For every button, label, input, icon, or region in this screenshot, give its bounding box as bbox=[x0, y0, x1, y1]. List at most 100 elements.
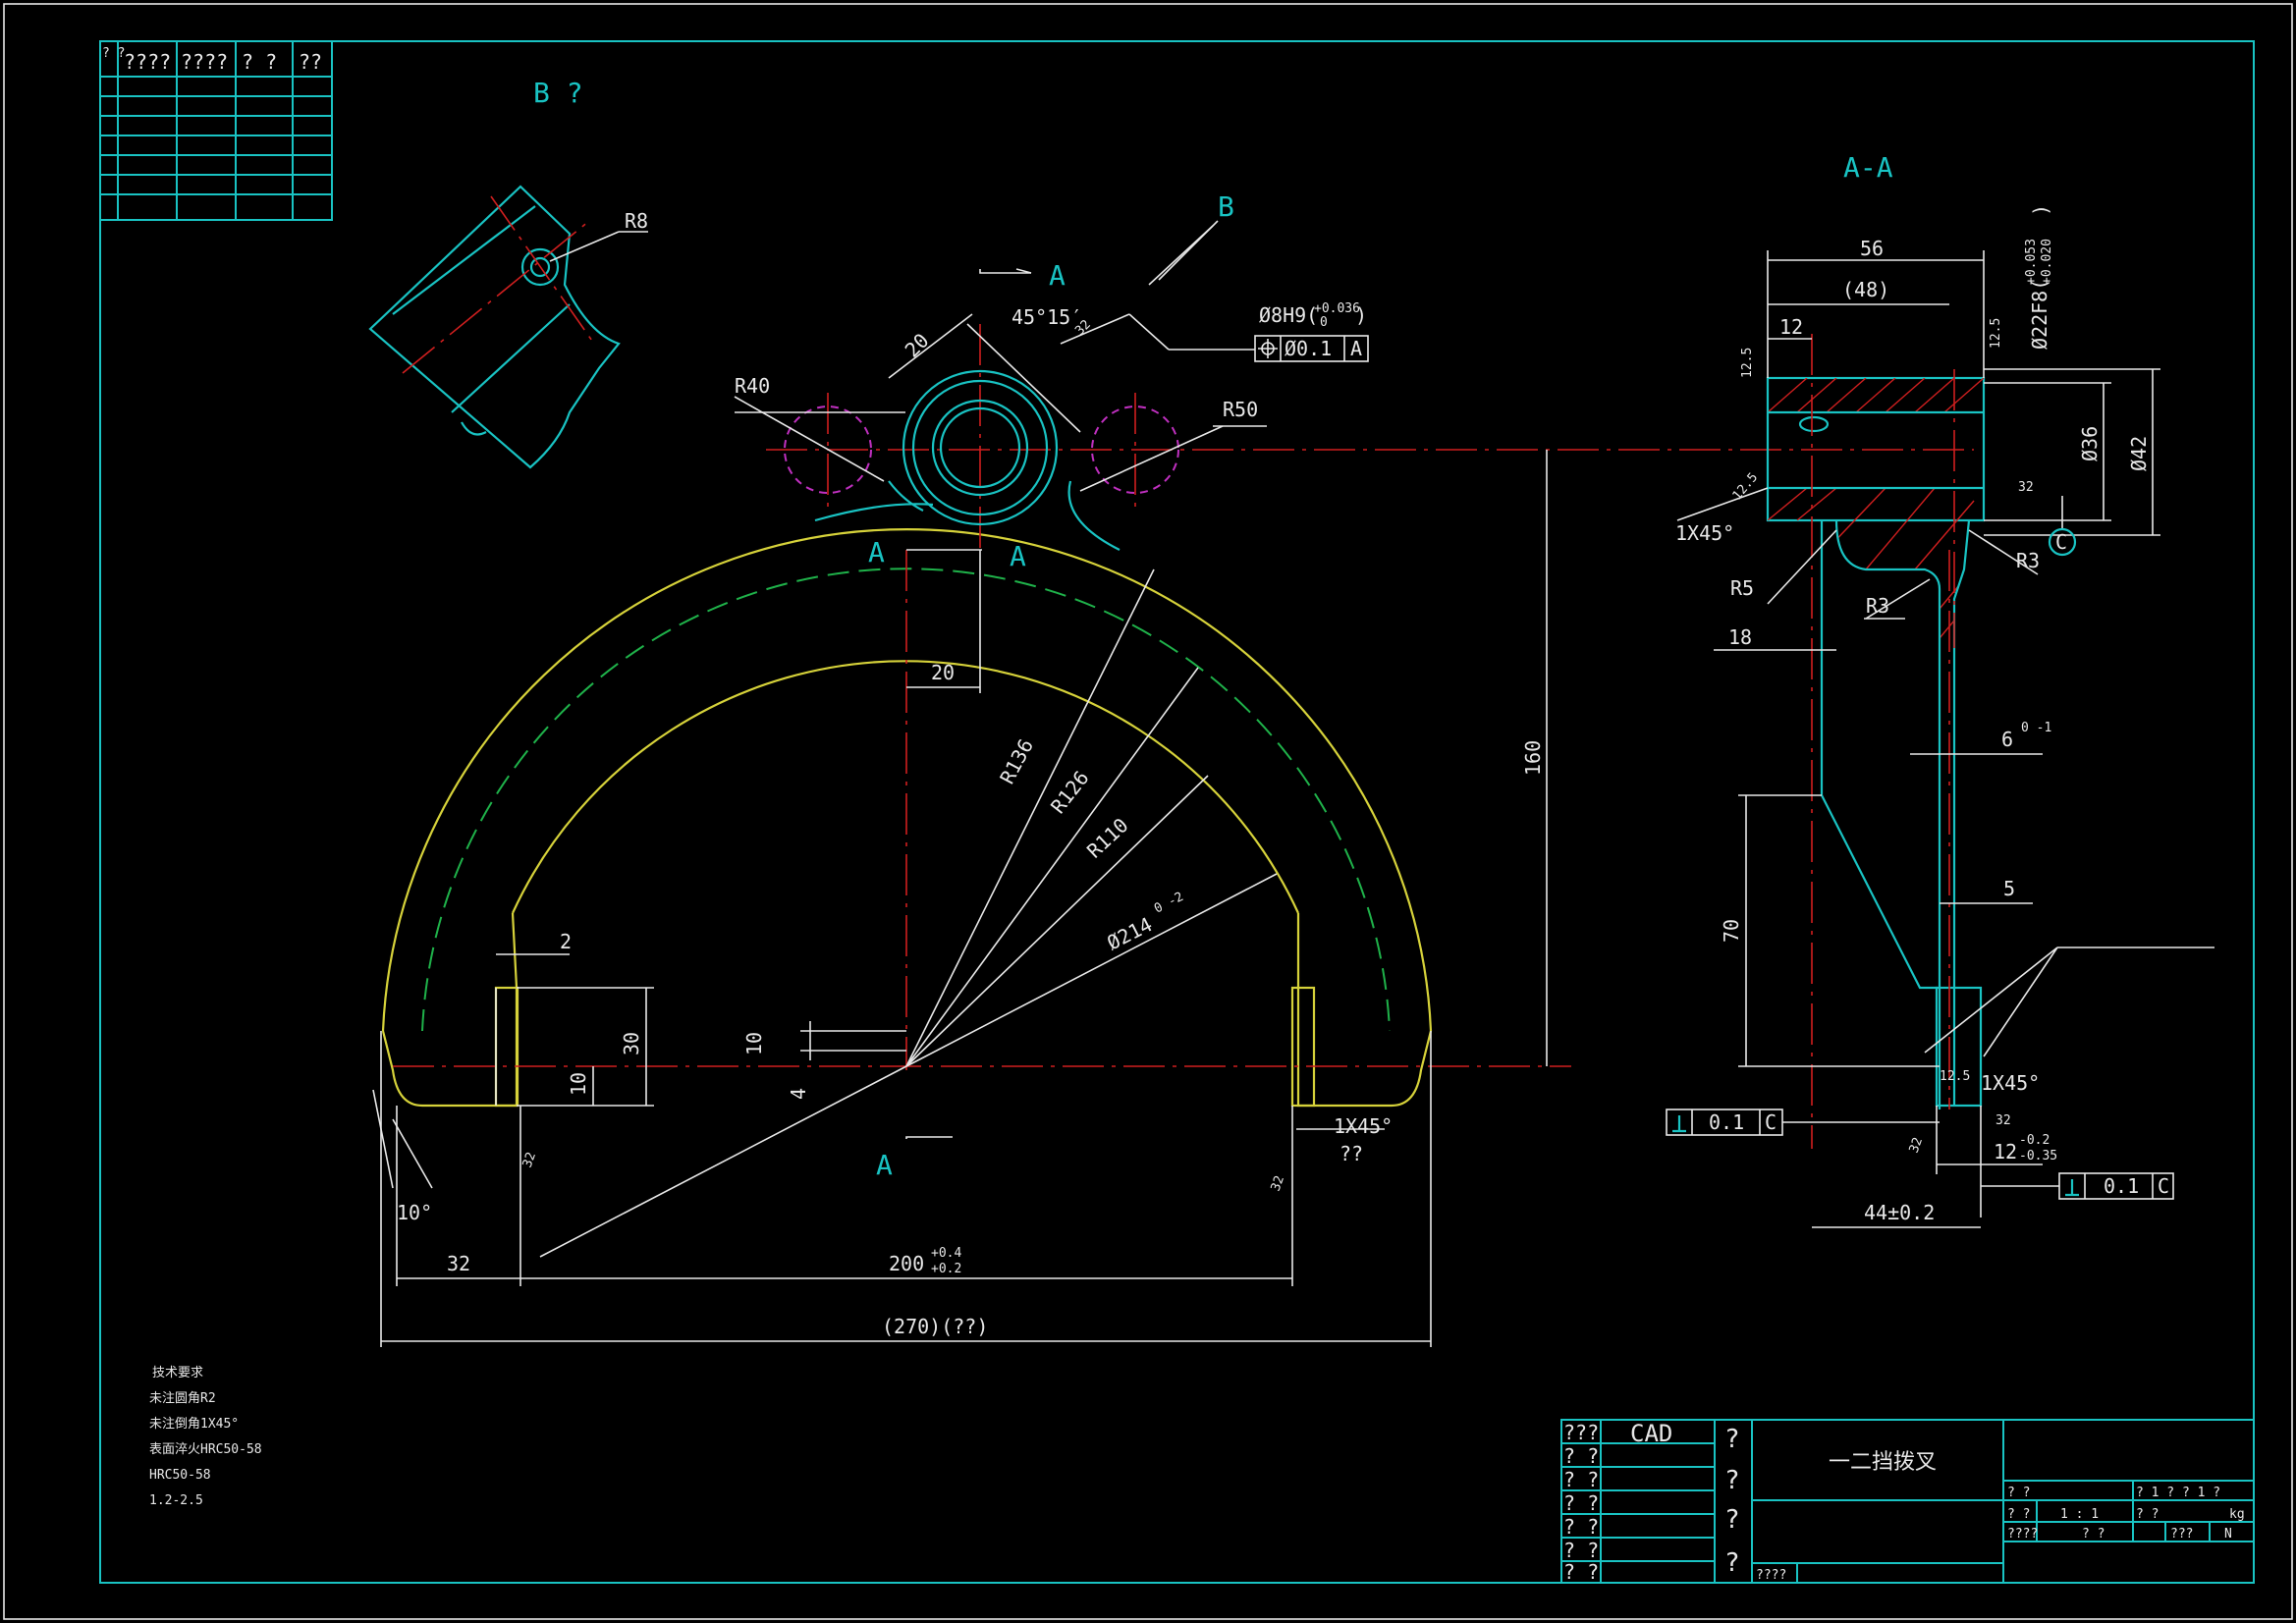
dim-angle: 45°15′ bbox=[1011, 305, 1082, 329]
tb-q4: ? bbox=[1724, 1548, 1740, 1578]
rough-32-f: 32 bbox=[1995, 1113, 2011, 1128]
rough-125-c: 12.5 bbox=[1730, 470, 1762, 504]
dim-12: 12 bbox=[1779, 315, 1803, 339]
datum-c-circle bbox=[2048, 527, 2077, 557]
dim-4: 4 bbox=[787, 1088, 810, 1100]
note-line-2: 未注圆角R2 bbox=[149, 1391, 216, 1406]
note-line-6: 1.2-2.5 bbox=[149, 1493, 203, 1508]
tb-bottom-left: ???? bbox=[2007, 1527, 2038, 1542]
tb-scale-label: ? ? bbox=[2007, 1486, 2030, 1500]
dim-56: 56 bbox=[1860, 237, 1884, 260]
rough-32-d: 32 bbox=[2018, 480, 2034, 495]
dim-r136: R136 bbox=[995, 735, 1038, 788]
perpendicularity-icon-a bbox=[1672, 1115, 1686, 1133]
tb-q3: ? bbox=[1724, 1505, 1740, 1535]
dim-hole-tol-close: ) bbox=[1355, 303, 1367, 327]
dim-12b: 12 bbox=[1994, 1140, 2017, 1163]
fork-inner-arc bbox=[512, 660, 1299, 914]
rough-125-b: 12.5 bbox=[1989, 318, 2003, 349]
dim-hole-tol-lo: 0 bbox=[1320, 315, 1328, 330]
tb-scale-value: 1 : 1 bbox=[2060, 1507, 2099, 1522]
outer-border bbox=[3, 3, 2293, 1620]
perp-ref-a: C bbox=[1765, 1110, 1777, 1134]
technical-notes: 技术要求 未注圆角R2 未注倒角1X45° 表面淬火HRC50-58 HRC50… bbox=[149, 1366, 262, 1508]
title-block: ??? ? ? ? ? ? ? ? ? ? ? ? ? CAD ? ? ? ? … bbox=[1560, 1419, 2255, 1584]
dim-6: 6 bbox=[2001, 728, 2013, 751]
dim-bore-tol: Ø22F8( bbox=[2028, 279, 2051, 350]
hub-outer bbox=[902, 369, 1059, 526]
r40-circle bbox=[784, 406, 872, 494]
dim-r3-b: R3 bbox=[1866, 594, 1889, 618]
rev-header-1: ? ? bbox=[102, 46, 125, 61]
dim-d214: Ø214 bbox=[1103, 912, 1156, 954]
revision-table: ? ? ???? ???? ? ? ?? bbox=[99, 40, 333, 221]
chamfer-b: 1X45° bbox=[1981, 1071, 2040, 1095]
section-a-top: A bbox=[1049, 259, 1066, 292]
dim-44: 44±0.2 bbox=[1864, 1201, 1935, 1224]
dim-48: (48) bbox=[1842, 278, 1889, 301]
dim-2: 2 bbox=[560, 930, 572, 953]
tb-part-name: 一二挡拨叉 bbox=[1829, 1450, 1937, 1475]
fork-outer-arc bbox=[381, 528, 1433, 1032]
tb-n: N bbox=[2224, 1527, 2232, 1542]
dim-32: 32 bbox=[447, 1252, 470, 1275]
tb-left-7: ? ? bbox=[1563, 1560, 1599, 1584]
note-line-4: 表面淬火HRC50-58 bbox=[149, 1442, 262, 1457]
dim-20-mid: 20 bbox=[931, 661, 955, 684]
rough-32-e: 32 bbox=[1907, 1136, 1926, 1156]
perp-ref-b: C bbox=[2158, 1174, 2169, 1198]
rev-header-3: ???? bbox=[181, 50, 228, 74]
tb-small-label: ???? bbox=[1756, 1568, 1786, 1583]
tb-bottom-right: ??? bbox=[2170, 1527, 2193, 1542]
tb-scale-label-2: ? ? bbox=[2007, 1507, 2030, 1522]
dim-r8: R8 bbox=[625, 209, 648, 233]
tb-sheet: ? 1 ? ? 1 ? bbox=[2136, 1486, 2220, 1500]
dim-10-left: 10 bbox=[567, 1072, 590, 1096]
section-a-a-view: A-A 56 bbox=[1666, 151, 2214, 1228]
section-a-left: A bbox=[868, 536, 885, 568]
dim-70: 70 bbox=[1720, 919, 1743, 943]
dim-200-tol-lo: +0.2 bbox=[931, 1262, 961, 1276]
dim-d214-tol: 0 -2 bbox=[1152, 890, 1186, 917]
arrow-b-label: B bbox=[1218, 190, 1234, 223]
dim-hole-tol-up: +0.036 bbox=[1314, 301, 1360, 316]
tb-q2: ? bbox=[1724, 1466, 1740, 1495]
tb-q1: ? bbox=[1724, 1425, 1740, 1454]
dim-30: 30 bbox=[620, 1032, 643, 1055]
tb-left-4: ? ? bbox=[1563, 1491, 1599, 1515]
tb-left-2: ? ? bbox=[1563, 1444, 1599, 1468]
perp-val-b: 0.1 bbox=[2104, 1174, 2139, 1198]
fork-front-view: A A A A B R136 R126 R110 Ø214 0 -2 R40 R… bbox=[372, 190, 1974, 1347]
rev-header-4: ? ? bbox=[242, 50, 277, 74]
datum-c: C bbox=[2055, 530, 2067, 554]
tb-left-3: ? ? bbox=[1563, 1468, 1599, 1491]
tb-left-1: ??? bbox=[1563, 1421, 1599, 1444]
view-b: B ? R8 bbox=[368, 77, 648, 469]
fork-chamfer: 1X45° bbox=[1334, 1114, 1393, 1138]
tb-mid-label: ? ? bbox=[2136, 1507, 2159, 1522]
note-line-1: 技术要求 bbox=[152, 1366, 203, 1380]
dim-r40: R40 bbox=[735, 374, 770, 398]
dim-d42: Ø42 bbox=[2127, 436, 2151, 471]
tb-bottom-mid: ? ? bbox=[2082, 1527, 2105, 1542]
chamfer-a: 1X45° bbox=[1675, 521, 1734, 545]
tb-left-5: ? ? bbox=[1563, 1515, 1599, 1539]
section-a-bottom: A bbox=[876, 1149, 893, 1181]
dim-bore-close: ) bbox=[2029, 204, 2052, 216]
dim-270: (270)(??) bbox=[882, 1315, 988, 1338]
position-tolerance-frame bbox=[1254, 335, 1369, 362]
view-b-title: B ? bbox=[533, 77, 583, 109]
dim-160: 160 bbox=[1521, 740, 1545, 776]
dim-d36: Ø36 bbox=[2078, 426, 2102, 461]
dim-200: 200 bbox=[889, 1252, 924, 1275]
inner-frame bbox=[99, 40, 2255, 1584]
dim-r126: R126 bbox=[1046, 766, 1094, 818]
dim-6-tol: 0 -1 bbox=[2021, 721, 2051, 735]
dim-12b-tol-up: -0.2 bbox=[2019, 1133, 2050, 1148]
dim-r50: R50 bbox=[1223, 398, 1258, 421]
tb-cad: CAD bbox=[1630, 1420, 1672, 1447]
rough-125-d: 12.5 bbox=[1940, 1069, 1970, 1084]
pos-tol-ref: A bbox=[1350, 337, 1362, 360]
section-a-right: A bbox=[1010, 540, 1026, 572]
